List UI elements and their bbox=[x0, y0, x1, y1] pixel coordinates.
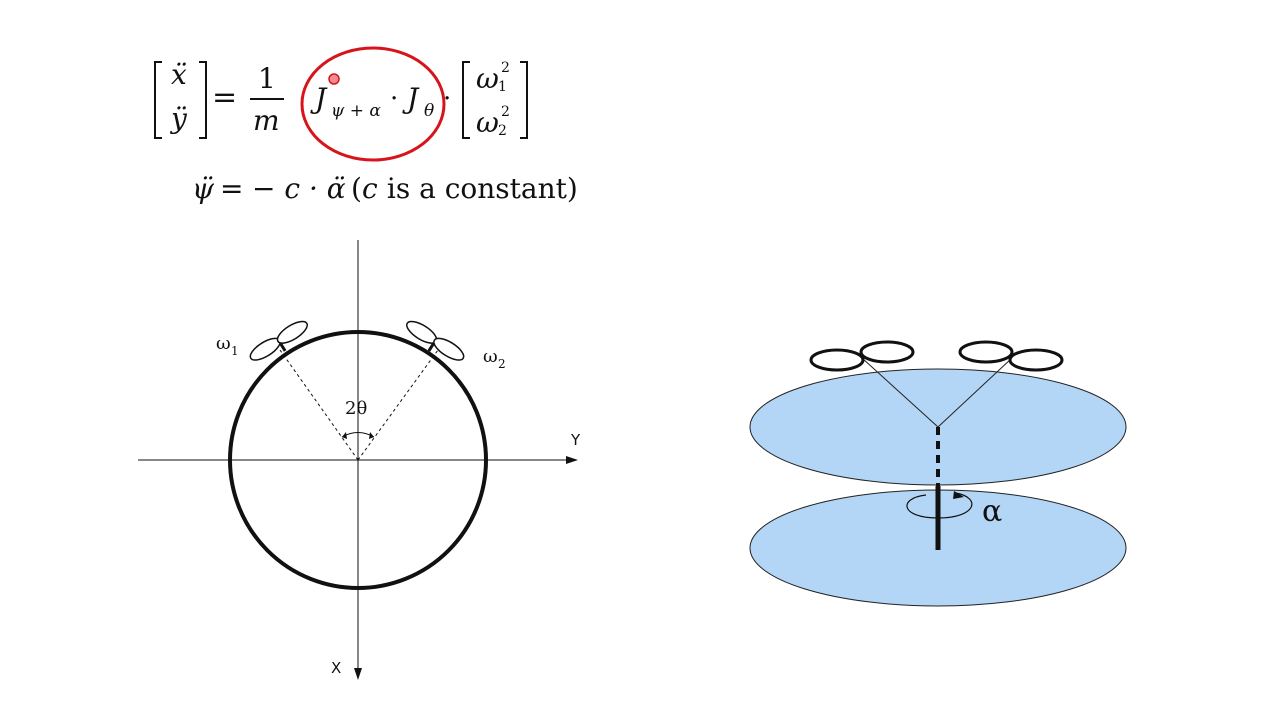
alpha-label: α bbox=[982, 494, 1003, 529]
omega1-subscript: 1 bbox=[498, 79, 507, 95]
strut-right bbox=[937, 357, 1013, 428]
highlight-circle bbox=[300, 46, 446, 162]
equals-sign-2: = bbox=[220, 172, 244, 205]
y-axis-label: Y bbox=[571, 431, 581, 449]
fraction-numerator: 1 bbox=[258, 62, 276, 95]
propeller-right bbox=[406, 320, 465, 361]
rhs-expression: − c · α̈ bbox=[252, 172, 346, 205]
y-axis-arrow bbox=[566, 456, 578, 464]
dot-operator: · bbox=[390, 84, 399, 114]
omega1-label-sub: 1 bbox=[231, 344, 239, 358]
jacobian-psi-alpha: J bbox=[315, 82, 327, 115]
vec-left-bottom: ÿ bbox=[171, 102, 187, 135]
rotation-arrow bbox=[906, 492, 973, 519]
propeller-3d-left bbox=[809, 340, 915, 372]
omega1-squared: ω bbox=[476, 62, 499, 95]
omega2-label-sub: 2 bbox=[498, 357, 506, 371]
note-text: is a constant) bbox=[378, 172, 578, 205]
ray-left bbox=[279, 349, 359, 461]
jacobian-psi-alpha-subscript: ψ + α bbox=[331, 101, 381, 121]
omega2-subscript: 2 bbox=[498, 123, 507, 139]
fraction-denominator: m bbox=[253, 104, 280, 137]
propeller-3d-right bbox=[958, 340, 1064, 372]
psi-ddot: ψ̈ bbox=[192, 172, 214, 205]
cursor-dot bbox=[328, 73, 340, 85]
omega2-label: ω bbox=[483, 346, 498, 367]
omega2-squared: ω bbox=[476, 106, 499, 139]
omega1-superscript: 2 bbox=[501, 60, 510, 76]
omega2-superscript: 2 bbox=[501, 104, 510, 120]
strut-left bbox=[861, 357, 939, 428]
omega1-label: ω bbox=[216, 333, 231, 354]
note-c: c bbox=[362, 172, 378, 205]
body-circle bbox=[228, 330, 488, 590]
jacobian-theta-subscript: θ bbox=[424, 101, 435, 121]
angle-label: 2θ bbox=[345, 398, 368, 419]
equals-sign: = bbox=[212, 80, 238, 115]
x-axis-arrow bbox=[354, 668, 362, 680]
note-open-paren: ( bbox=[351, 172, 362, 205]
propeller-left bbox=[249, 320, 308, 361]
dot-operator-2: · bbox=[443, 84, 452, 114]
x-axis-label: X bbox=[331, 659, 342, 677]
ray-right bbox=[357, 349, 439, 461]
vec-left-top: ẍ bbox=[171, 58, 187, 91]
jacobian-theta: J bbox=[407, 82, 419, 115]
